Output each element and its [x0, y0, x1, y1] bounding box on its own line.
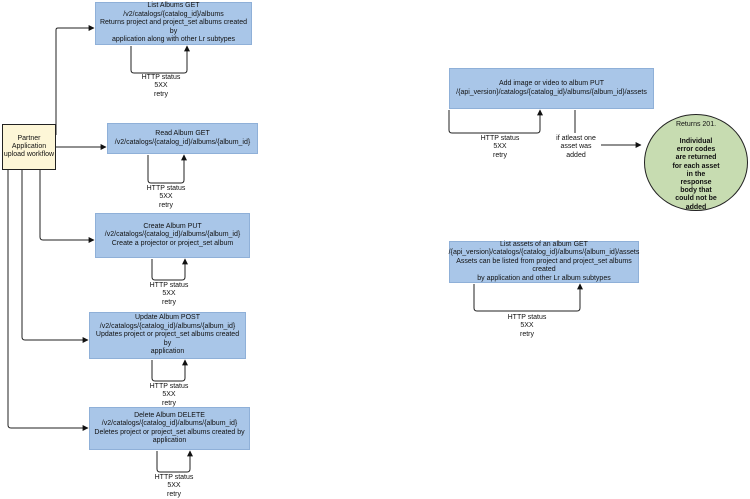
add-assets-label: Add image or video to album PUT /{api_ve… — [456, 80, 647, 96]
list-albums-label: List Albums GET /v2/catalogs/{catalog_id… — [99, 2, 248, 44]
list-assets-retry-label: HTTP status 5XX retry — [507, 314, 547, 338]
retry-loop-list-albums — [130, 45, 190, 74]
edge-start-to-delete-album — [7, 170, 89, 431]
delete-album-label: Delete Album DELETE /v2/catalogs/{catalo… — [94, 411, 245, 444]
retry-loop-add-assets — [448, 109, 543, 134]
add-assets-node: Add image or video to album PUT /{api_ve… — [449, 68, 654, 109]
create-album-node: Create Album PUT /v2/catalogs/{catalog_i… — [95, 213, 250, 258]
edge-start-to-list-albums — [55, 25, 95, 135]
add-assets-retry-label: HTTP status 5XX retry — [480, 135, 520, 159]
read-album-node: Read Album GET /v2/catalogs/{catalog_id}… — [107, 123, 258, 154]
partner-application-node: Partner Application upload workflow — [2, 124, 56, 170]
create-album-retry-label: HTTP status 5XX retry — [149, 282, 189, 306]
error-codes-label: Individual error codes are returned for … — [672, 137, 720, 211]
read-album-label: Read Album GET /v2/catalogs/{catalog_id}… — [114, 130, 251, 146]
list-albums-node: List Albums GET /v2/catalogs/{catalog_id… — [95, 2, 252, 45]
delete-album-node: Delete Album DELETE /v2/catalogs/{catalo… — [89, 407, 250, 450]
returns-201-label: Returns 201. — [675, 121, 717, 129]
edge-start-to-create-album — [39, 170, 95, 243]
retry-loop-delete-album — [156, 450, 193, 473]
create-album-label: Create Album PUT /v2/catalogs/{catalog_i… — [104, 222, 241, 247]
retry-loop-list-assets — [473, 283, 583, 312]
returns-201-node: Returns 201. Individual error codes are … — [644, 114, 748, 211]
retry-loop-create-album — [151, 258, 188, 281]
update-album-node: Update Album POST /v2/catalogs/{catalog_… — [89, 312, 246, 359]
list-assets-label: List assets of an album GET /{api_versio… — [448, 240, 640, 282]
retry-loop-read-album — [147, 154, 187, 184]
update-album-retry-label: HTTP status 5XX retry — [149, 383, 189, 407]
list-assets-node: List assets of an album GET /{api_versio… — [449, 241, 639, 283]
partner-application-label: Partner Application upload workflow — [3, 134, 55, 159]
retry-loop-update-album — [151, 359, 188, 382]
delete-album-retry-label: HTTP status 5XX retry — [154, 474, 194, 498]
condition-label: if atleast one asset was added — [556, 135, 596, 159]
list-albums-retry-label: HTTP status 5XX retry — [141, 74, 181, 98]
read-album-retry-label: HTTP status 5XX retry — [146, 185, 186, 209]
update-album-label: Update Album POST /v2/catalogs/{catalog_… — [95, 314, 240, 356]
edge-start-to-update-album — [21, 170, 89, 343]
